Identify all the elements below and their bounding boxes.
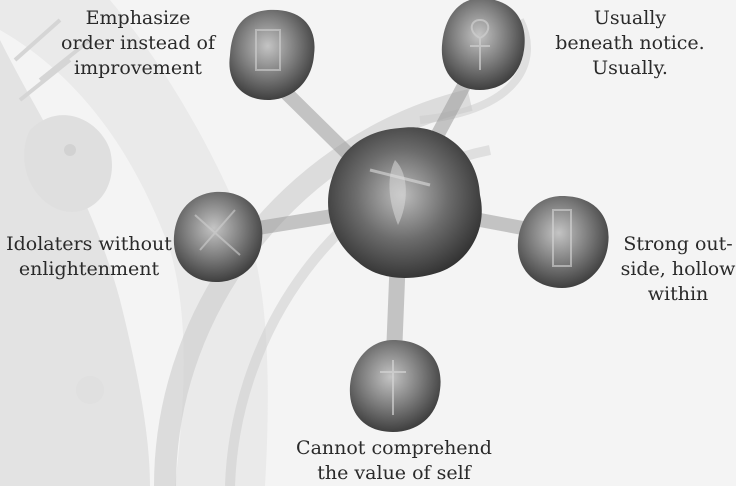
label-line: improvement [38,56,238,81]
label-left: Idolaters without enlightenment [0,232,178,282]
label-line: within [620,282,736,307]
label-line: Usually. [540,56,720,81]
label-line: beneath notice. [540,31,720,56]
label-line: Idolaters without [0,232,178,257]
label-top-left: Emphasize order instead of improvement [38,6,238,81]
cage-icon[interactable] [229,10,314,100]
label-line: Cannot comprehend [280,436,508,461]
skull-crest-icon[interactable] [328,127,482,278]
serpent-staff-icon[interactable] [350,340,441,432]
label-line: order instead of [38,31,238,56]
label-top-right: Usually beneath notice. Usually. [540,6,720,81]
label-right: Strong out- side, hollow within [620,232,736,307]
label-line: Usually [540,6,720,31]
shattered-mask-icon[interactable] [174,192,262,282]
label-line: enlightenment [0,257,178,282]
label-line: Strong out- [620,232,736,257]
label-line: side, hollow [620,257,736,282]
fortress-tower-icon[interactable] [518,196,609,288]
label-bottom: Cannot comprehend the value of self [280,436,508,486]
label-line: the value of self [280,461,508,486]
label-line: Emphasize [38,6,238,31]
ankh-icon[interactable] [442,0,525,90]
